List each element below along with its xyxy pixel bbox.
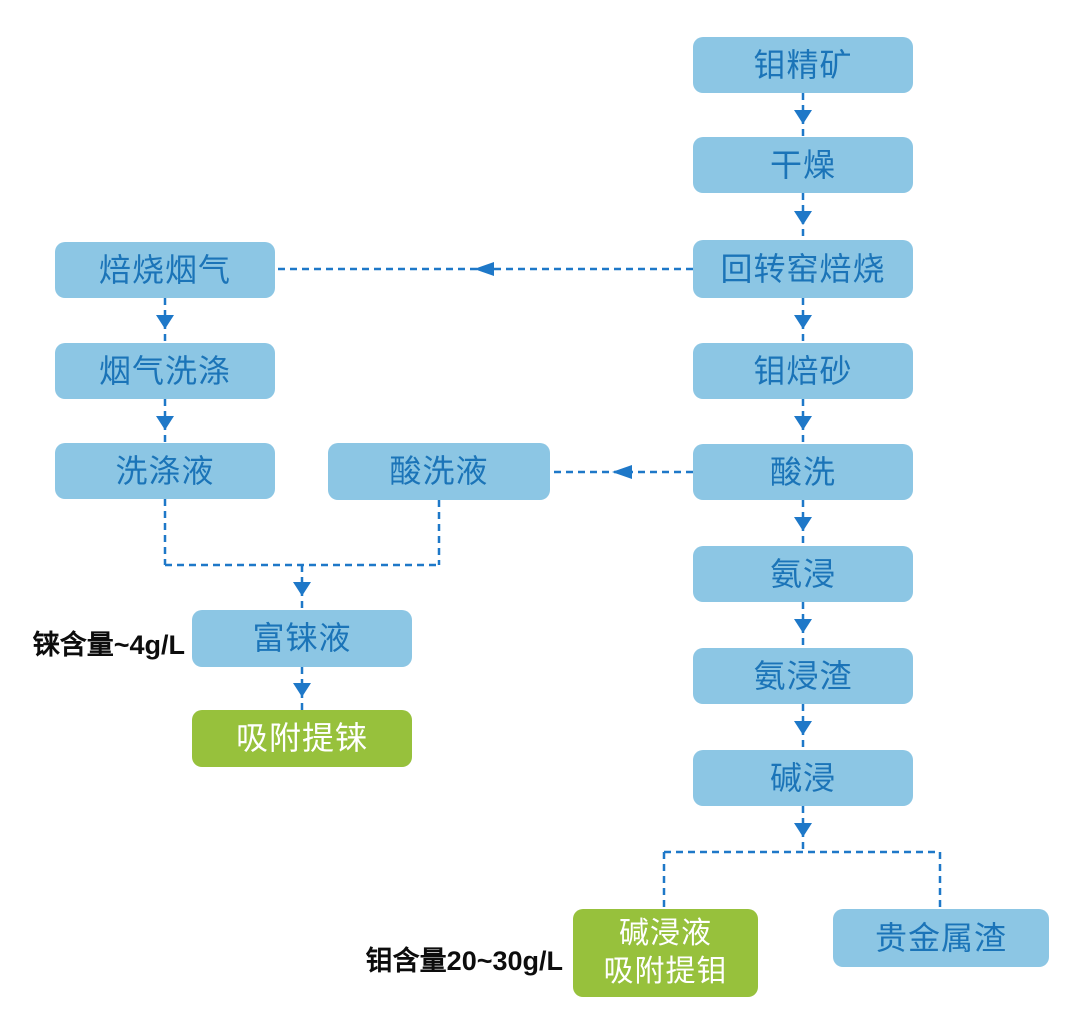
arrowhead-down-icon <box>794 315 812 329</box>
node-alkali-leachate-mo-adsorption: 碱浸液 吸附提钼 <box>573 909 758 997</box>
node-ammonia-leaching: 氨浸 <box>693 546 913 602</box>
annotation-re-content: 铼含量~4g/L <box>32 630 185 660</box>
node-drying: 干燥 <box>693 137 913 193</box>
node-rotary-kiln-roasting-label: 回转窑焙烧 <box>720 250 886 287</box>
node-flue-gas-scrubbing-label: 烟气洗涤 <box>98 352 231 389</box>
node-mo-calcine-label: 钼焙砂 <box>753 352 853 389</box>
node-roasting-flue-gas-label: 焙烧烟气 <box>98 251 231 288</box>
node-re-adsorption-label: 吸附提铼 <box>235 720 368 757</box>
node-rotary-kiln-roasting: 回转窑焙烧 <box>693 240 913 298</box>
node-alkali-leaching-label: 碱浸 <box>769 759 836 796</box>
arrowhead-down-icon <box>794 823 812 837</box>
node-scrubbing-liquid-label: 洗涤液 <box>115 452 215 489</box>
node-roasting-flue-gas: 焙烧烟气 <box>55 242 275 298</box>
arrowhead-down-icon <box>794 211 812 225</box>
arrowhead-down-icon <box>794 517 812 531</box>
node-alkali-leaching: 碱浸 <box>693 750 913 806</box>
arrowhead-down-icon <box>293 582 311 596</box>
leachate-label-line1: 碱浸液 <box>619 917 712 950</box>
arrowhead-down-icon <box>794 721 812 735</box>
arrowhead-down-icon <box>156 315 174 329</box>
node-drying-label: 干燥 <box>769 146 836 183</box>
node-alkali-leachate-mo-adsorption-label: 碱浸液 吸附提钼 <box>604 915 728 991</box>
node-acid-wash-liquid: 酸洗液 <box>328 443 550 500</box>
node-mo-concentrate-label: 钼精矿 <box>753 46 853 83</box>
node-acid-washing: 酸洗 <box>693 444 913 500</box>
arrowhead-down-icon <box>293 683 311 697</box>
arrowhead-left-icon <box>474 262 494 276</box>
arrowhead-down-icon <box>794 619 812 633</box>
node-flue-gas-scrubbing: 烟气洗涤 <box>55 343 275 399</box>
node-precious-metal-residue: 贵金属渣 <box>833 909 1049 967</box>
node-ammonia-leaching-label: 氨浸 <box>769 555 836 592</box>
arrowhead-down-icon <box>794 110 812 124</box>
leachate-label-line2: 吸附提钼 <box>603 955 728 988</box>
node-ammonia-leach-residue: 氨浸渣 <box>693 648 913 704</box>
node-scrubbing-liquid: 洗涤液 <box>55 443 275 499</box>
annotation-mo-content: 钼含量20~30g/L <box>365 946 563 976</box>
node-mo-concentrate: 钼精矿 <box>693 37 913 93</box>
node-acid-washing-label: 酸洗 <box>769 453 836 490</box>
node-mo-calcine: 钼焙砂 <box>693 343 913 399</box>
node-re-rich-liquid: 富铼液 <box>192 610 412 667</box>
node-ammonia-leach-residue-label: 氨浸渣 <box>753 657 853 694</box>
node-acid-wash-liquid-label: 酸洗液 <box>389 453 489 490</box>
node-re-adsorption: 吸附提铼 <box>192 710 412 767</box>
node-precious-metal-residue-label: 贵金属渣 <box>874 919 1007 956</box>
arrowhead-left-icon <box>612 465 632 479</box>
node-re-rich-liquid-label: 富铼液 <box>252 620 352 657</box>
arrowhead-down-icon <box>156 416 174 430</box>
arrowhead-down-icon <box>794 416 812 430</box>
